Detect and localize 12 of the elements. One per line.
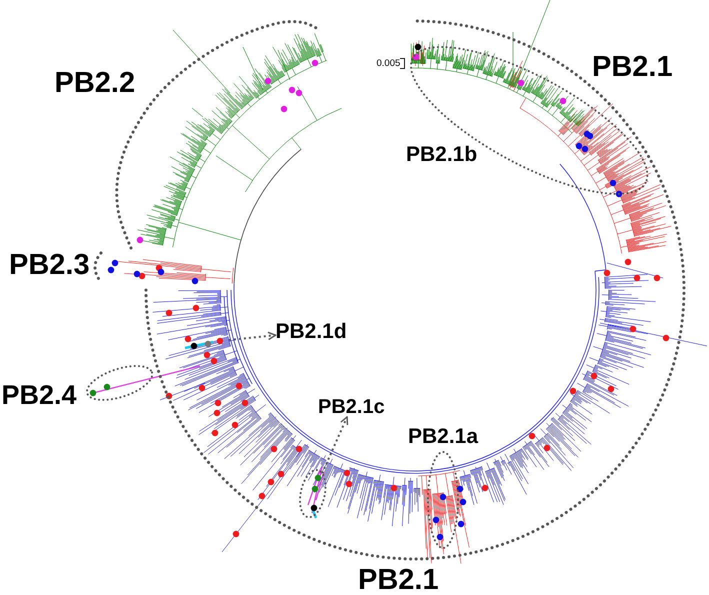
- clade-label: PB2.1c: [318, 397, 385, 417]
- clade-label: PB2.1b: [406, 144, 478, 166]
- clade-label: PB2.2: [54, 69, 136, 98]
- clade-label: PB2.1: [358, 566, 439, 594]
- clade-label: PB2.1: [592, 53, 673, 82]
- leader-arrow: [321, 416, 348, 474]
- clade-label: PB2.1a: [408, 426, 478, 447]
- clade-label: PB2.3: [9, 250, 90, 280]
- scale-value: 0.005: [376, 59, 400, 68]
- clade-label: PB2.4: [2, 382, 77, 410]
- clade-label: PB2.1d: [276, 321, 346, 342]
- leader-arrow: [228, 332, 276, 341]
